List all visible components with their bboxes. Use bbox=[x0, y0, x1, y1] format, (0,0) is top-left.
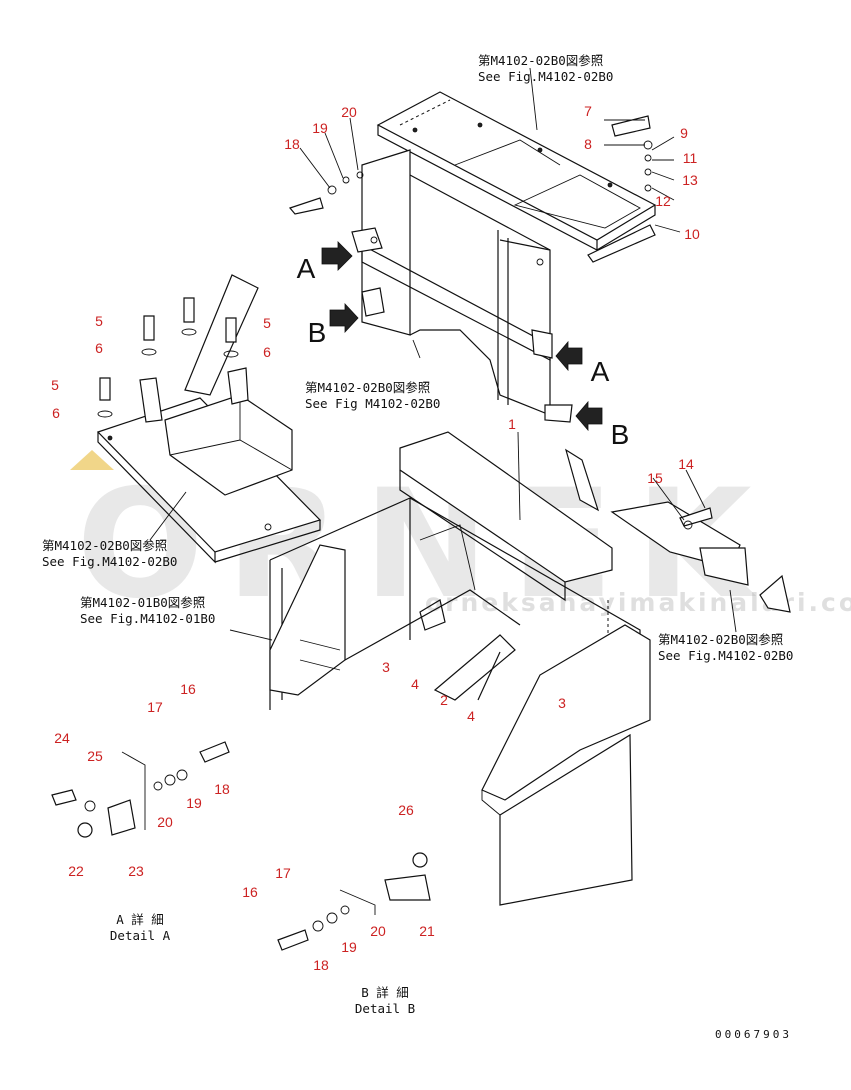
part-number-label: 4 bbox=[411, 676, 419, 692]
part-number-label: 26 bbox=[398, 802, 414, 818]
reference-note-left-lower: 第M4102-01B0図参照 See Fig.M4102-01B0 bbox=[80, 595, 215, 627]
part-number-label: 1 bbox=[508, 416, 516, 432]
view-marker-a-left: A bbox=[296, 253, 316, 284]
reference-en: See Fig M4102-02B0 bbox=[305, 396, 441, 411]
part-number-label: 25 bbox=[87, 748, 103, 764]
top-hardware-stack bbox=[288, 115, 713, 530]
detail-a-en: Detail A bbox=[109, 928, 171, 943]
part-number-label: 18 bbox=[313, 957, 329, 973]
part-number-label: 8 bbox=[584, 136, 592, 152]
left-bolts bbox=[97, 297, 239, 418]
detail-a-caption: A 詳 細 Detail A bbox=[110, 912, 170, 944]
part-number-label: 11 bbox=[682, 150, 698, 166]
part-number-label: 9 bbox=[680, 125, 688, 141]
reference-note-right: 第M4102-02B0図参照 See Fig.M4102-02B0 bbox=[658, 632, 793, 664]
part-number-label: 4 bbox=[467, 708, 475, 724]
part-number-label: 5 bbox=[263, 315, 271, 331]
part-number-label: 2 bbox=[440, 692, 448, 708]
part-number-label: 16 bbox=[242, 884, 258, 900]
document-number: 00067903 bbox=[715, 1028, 792, 1041]
part-number-label: 16 bbox=[180, 681, 196, 697]
detail-b-jp: B 詳 細 bbox=[361, 985, 409, 1000]
reference-jp: 第M4102-02B0図参照 bbox=[42, 538, 168, 553]
part-number-label: 20 bbox=[157, 814, 173, 830]
part-number-label: 19 bbox=[186, 795, 202, 811]
part-number-label: 19 bbox=[341, 939, 357, 955]
part-number-label: 20 bbox=[341, 104, 357, 120]
part-number-label: 22 bbox=[68, 863, 84, 879]
part-number-label: 17 bbox=[275, 865, 291, 881]
view-arrows bbox=[321, 241, 603, 432]
part-number-label: 5 bbox=[95, 313, 103, 329]
part-number-label: 10 bbox=[684, 226, 700, 242]
detail-b-caption: B 詳 細 Detail B bbox=[355, 985, 415, 1017]
part-number-label: 15 bbox=[647, 470, 663, 486]
reference-en: See Fig.M4102-01B0 bbox=[80, 611, 216, 626]
fill-plates bbox=[433, 448, 791, 701]
reference-note-left-upper: 第M4102-02B0図参照 See Fig.M4102-02B0 bbox=[42, 538, 177, 570]
part-number-label: 20 bbox=[370, 923, 386, 939]
reference-jp: 第M4102-02B0図参照 bbox=[658, 632, 784, 647]
reference-jp: 第M4102-01B0図参照 bbox=[80, 595, 206, 610]
view-marker-b-right: B bbox=[610, 419, 630, 450]
part-number-label: 14 bbox=[678, 456, 694, 472]
view-marker-b-left: B bbox=[307, 317, 327, 348]
reference-en: See Fig.M4102-02B0 bbox=[658, 648, 794, 663]
part-number-label: 13 bbox=[682, 172, 698, 188]
detail-a-hardware bbox=[51, 741, 230, 838]
top-cover-plate bbox=[376, 91, 657, 251]
part-number-label: 6 bbox=[263, 344, 271, 360]
rear-frame-panels bbox=[351, 149, 573, 423]
part-number-label: 3 bbox=[382, 659, 390, 675]
part-number-label: 3 bbox=[558, 695, 566, 711]
reference-note-center: 第M4102-02B0図参照 See Fig M4102-02B0 bbox=[305, 380, 440, 412]
reference-en: See Fig.M4102-02B0 bbox=[42, 554, 178, 569]
main-frame bbox=[269, 431, 651, 906]
part-number-label: 6 bbox=[52, 405, 60, 421]
reference-en: See Fig.M4102-02B0 bbox=[478, 69, 614, 84]
part-number-label: 7 bbox=[584, 103, 592, 119]
detail-a-jp: A 詳 細 bbox=[116, 912, 164, 927]
part-number-label: 6 bbox=[95, 340, 103, 356]
detail-b-en: Detail B bbox=[354, 1001, 416, 1016]
reference-jp: 第M4102-02B0図参照 bbox=[478, 53, 604, 68]
part-number-label: 18 bbox=[284, 136, 300, 152]
part-number-label: 12 bbox=[655, 193, 671, 209]
part-number-label: 24 bbox=[54, 730, 70, 746]
part-number-label: 21 bbox=[419, 923, 435, 939]
part-number-label: 18 bbox=[214, 781, 230, 797]
detail-b-hardware bbox=[277, 852, 431, 951]
reference-jp: 第M4102-02B0図参照 bbox=[305, 380, 431, 395]
part-number-label: 17 bbox=[147, 699, 163, 715]
view-marker-a-right: A bbox=[590, 356, 610, 387]
part-number-label: 23 bbox=[128, 863, 144, 879]
side-bracket-assembly bbox=[96, 274, 322, 564]
reference-note-top: 第M4102-02B0図参照 See Fig.M4102-02B0 bbox=[478, 53, 613, 85]
leader-lines bbox=[149, 67, 737, 641]
part-number-label: 19 bbox=[312, 120, 328, 136]
part-number-label: 5 bbox=[51, 377, 59, 393]
